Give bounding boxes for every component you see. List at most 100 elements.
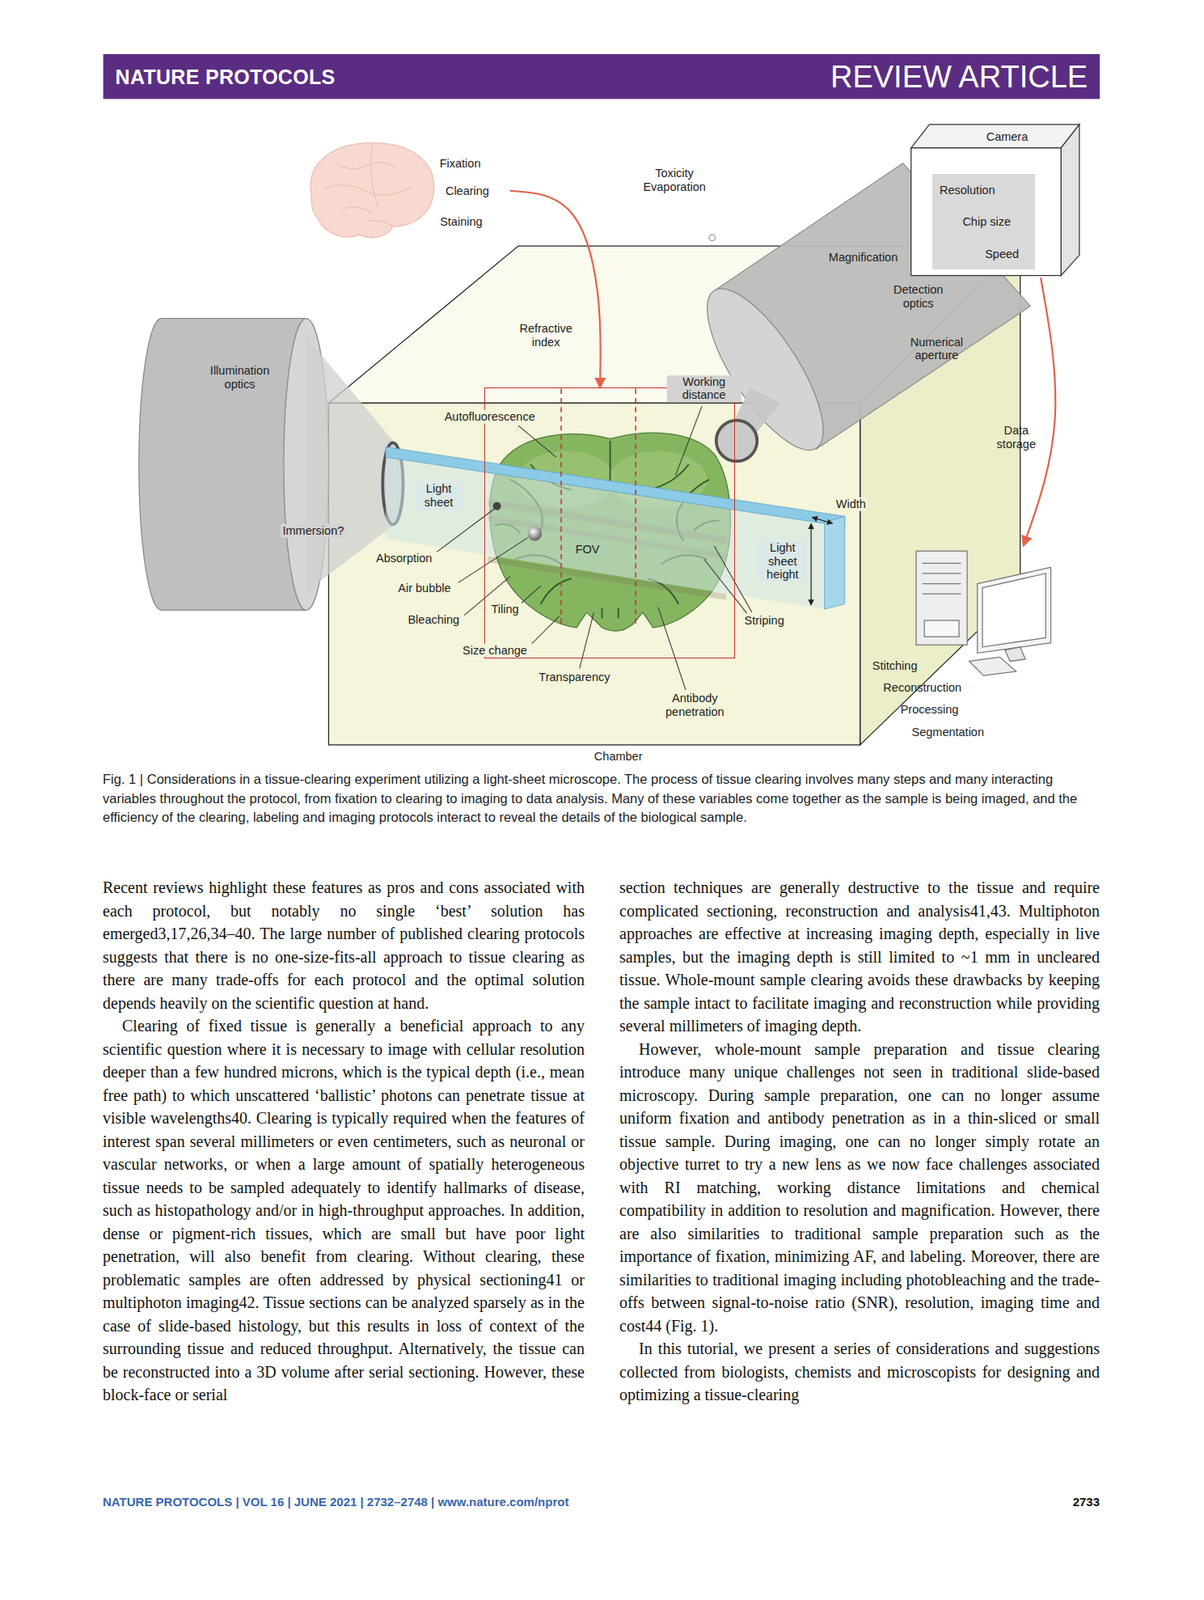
fov-tiling-lines [561,388,636,625]
node-label: Speed [984,247,1019,262]
tissue-section [540,578,572,605]
tissue-section [609,440,612,482]
computer-illustration [916,550,1052,676]
camera-body [911,124,1080,276]
figure-label: Numerical aperture [894,335,980,363]
node-label: FOV [575,541,600,556]
node-label: Reconstruction [882,680,962,695]
figure-label: Toxicity Evaporation [626,167,723,195]
computer-illustration [922,593,962,595]
tissue-section [617,608,620,619]
leader-lines [658,607,686,690]
node-label: Chamber [594,749,643,764]
dimension-arrows [810,523,812,605]
computer-illustration [924,620,959,637]
figure-label: Bleaching [405,612,461,627]
leader-lines [713,545,752,613]
leader-lines [531,616,559,644]
air-bubble-and-absorber [527,526,542,541]
camera-body [1060,124,1080,276]
computer-illustration [969,656,1017,676]
leader-lines [704,558,748,613]
header-bar [103,54,1100,100]
brain-illustration [337,161,399,169]
dimension-arrows [811,517,833,605]
detection-optics-cylinder [686,272,844,466]
illumination-optics-cylinder [139,318,307,611]
leader-lines [521,585,541,603]
figure-label: Light sheet [414,482,464,510]
dimension-arrows [811,517,833,524]
computer-illustration [922,562,962,564]
fov-tiling-lines [560,388,562,625]
node-label: Staining [439,214,482,229]
figure-label: Striping [743,613,786,628]
brain-illustration [310,143,435,238]
light-sheet [824,515,845,609]
body-paragraph: Recent reviews highlight these features … [102,875,585,1014]
workflow-arrow [510,190,601,389]
brain-illustration [371,144,378,207]
figure-label: Light sheet height [757,540,807,582]
page-number: 2733 [1073,1494,1100,1509]
computer-illustration [916,550,968,645]
node-label: Segmentation [912,724,985,739]
illumination-optics-cylinder [139,318,330,611]
brain-illustration [367,220,393,227]
tissue-section [601,608,604,619]
figure-label: Illumination optics [192,363,288,391]
figure-label: Refractive index [508,321,583,349]
node-label: Chip size [962,214,1011,229]
node-label: Resolution [939,182,996,197]
figure-caption: Fig. 1 | Considerations in a tissue-clea… [102,769,1100,828]
figure-label: Absorption [374,551,434,566]
figure-label: Transparency [536,669,612,684]
computer-illustration [982,573,1046,647]
leader-lines [518,425,557,457]
camera-chip: ResolutionChip sizeSpeed [932,173,1035,271]
node-label: Stitching [872,658,918,672]
figure-label: Working distance [667,375,742,402]
tissue-section [647,464,689,491]
figure-label: Width [834,497,868,512]
body-paragraph: In this tutorial, we present a series of… [619,1336,1100,1407]
article-type: REVIEW ARTICLE [830,59,1088,94]
light-sheet [385,447,845,610]
text-column: section techniques are generally destruc… [619,875,1100,1407]
figure-label: Antibody penetration [652,691,738,719]
leader-lines [579,612,595,668]
chamber-outline [328,402,860,745]
brain-illustration [310,143,435,238]
light-sheet [385,453,824,609]
leader-lines [458,537,529,583]
brain-illustration [324,185,411,195]
light-sheet [385,447,845,527]
computer-illustration [977,566,1052,653]
camera-body [911,147,1061,276]
edge-label: Data storage [988,424,1044,452]
detection-optics-cylinder [716,420,757,461]
leader-lines [675,405,702,476]
figure-label: Tiling [490,602,521,617]
computer-illustration [922,572,962,574]
header-bar [103,54,1100,100]
body-paragraph: section techniques are generally destruc… [619,875,1100,1038]
body-paragraph: Clearing of fixed tissue is generally a … [102,1013,585,1407]
node-label: Clearing [445,184,490,199]
node-label: Processing [900,702,959,717]
fov-frame: FOV [484,387,735,658]
text-column: Recent reviews highlight these features … [102,875,585,1407]
figure-label: Magnification [827,250,900,265]
page-footer: NATURE PROTOCOLS | VOL 16 | JUNE 2021 | … [102,1494,569,1509]
figure-label: Immersion? [281,523,347,538]
figure-label: Autofluorescence [443,409,537,423]
computer-workstation: StitchingReconstructionProcessingSegment… [861,545,1057,744]
fov-tiling-lines [634,388,637,625]
brain-illustration [342,207,373,214]
air-bubble-and-absorber [493,502,543,541]
node-label: Camera [986,130,1029,144]
body-paragraph: However, whole-mount sample preparation … [619,1037,1100,1338]
computer-illustration [1005,646,1026,662]
camera-box: ResolutionChip sizeSpeed Camera [911,122,1082,278]
